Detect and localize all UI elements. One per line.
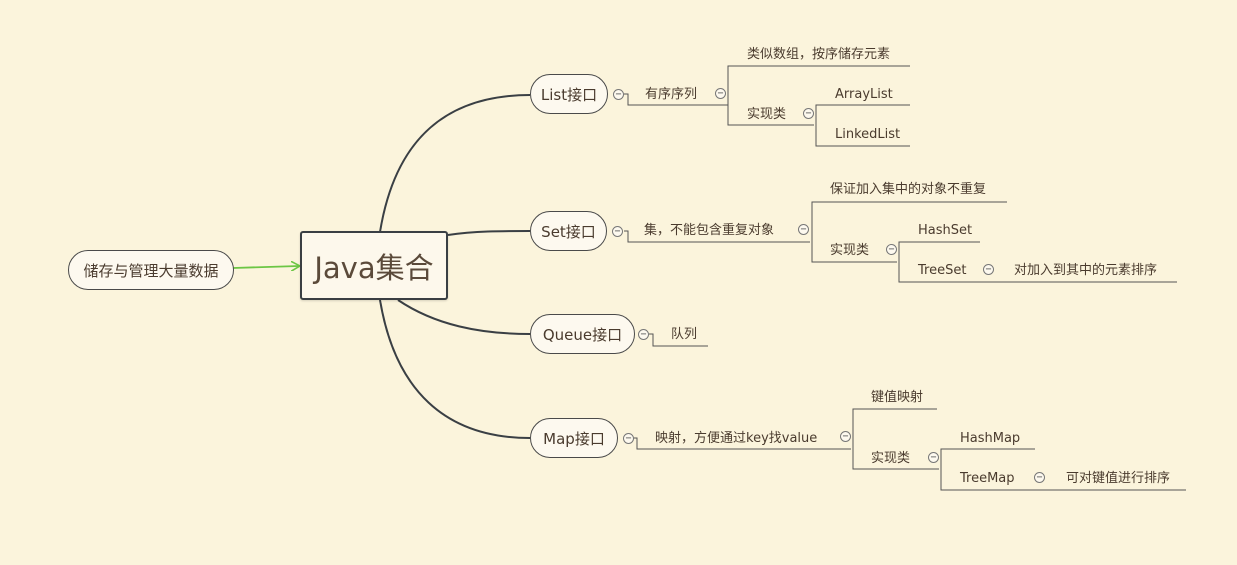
curve-queue — [397, 299, 531, 335]
queue-desc[interactable]: 队列 — [671, 327, 698, 342]
node-map-interface[interactable]: Map接口 — [530, 418, 618, 458]
node-set-interface[interactable]: Set接口 — [530, 211, 607, 251]
node-queue-interface[interactable]: Queue接口 — [530, 314, 635, 354]
collapse-toggle-icon[interactable]: − — [623, 433, 634, 444]
map-impl-hashmap[interactable]: HashMap — [960, 431, 1021, 446]
map-impl-treemap[interactable]: TreeMap — [960, 471, 1015, 486]
map-detail[interactable]: 键值映射 — [871, 390, 924, 405]
collapse-toggle-icon[interactable]: − — [613, 89, 624, 100]
input-node[interactable]: 储存与管理大量数据 — [68, 250, 234, 290]
map-impl-label[interactable]: 实现类 — [871, 451, 911, 466]
map-desc[interactable]: 映射，方便通过key找value — [655, 431, 818, 446]
set-impl-label[interactable]: 实现类 — [830, 243, 870, 258]
collapse-toggle-icon[interactable]: − — [803, 108, 814, 119]
curve-map — [379, 299, 531, 439]
collapse-toggle-icon[interactable]: − — [928, 452, 939, 463]
list-impl-arraylist[interactable]: ArrayList — [835, 87, 893, 102]
list-desc[interactable]: 有序序列 — [645, 87, 698, 102]
set-impl-treeset[interactable]: TreeSet — [918, 263, 967, 278]
collapse-toggle-icon[interactable]: − — [612, 226, 623, 237]
curve-list — [379, 94, 531, 233]
list-impl-linkedlist[interactable]: LinkedList — [835, 127, 901, 142]
root-node[interactable]: Java集合 — [300, 231, 448, 300]
set-impl-hashset[interactable]: HashSet — [918, 223, 973, 238]
list-detail[interactable]: 类似数组，按序储存元素 — [747, 47, 891, 62]
set-desc[interactable]: 集，不能包含重复对象 — [644, 223, 775, 238]
collapse-toggle-icon[interactable]: − — [798, 224, 809, 235]
input-arrow — [232, 266, 299, 268]
collapse-toggle-icon[interactable]: − — [983, 264, 994, 275]
treeset-note[interactable]: 对加入到其中的元素排序 — [1014, 263, 1158, 278]
collapse-toggle-icon[interactable]: − — [1034, 472, 1045, 483]
collapse-toggle-icon[interactable]: − — [886, 244, 897, 255]
node-list-interface[interactable]: List接口 — [530, 74, 608, 114]
collapse-toggle-icon[interactable]: − — [638, 329, 649, 340]
collapse-toggle-icon[interactable]: − — [715, 88, 726, 99]
list-impl-label[interactable]: 实现类 — [747, 107, 787, 122]
treemap-note[interactable]: 可对键值进行排序 — [1066, 471, 1171, 486]
curve-set — [447, 230, 531, 236]
set-detail[interactable]: 保证加入集中的对象不重复 — [830, 182, 987, 197]
collapse-toggle-icon[interactable]: − — [840, 431, 851, 442]
